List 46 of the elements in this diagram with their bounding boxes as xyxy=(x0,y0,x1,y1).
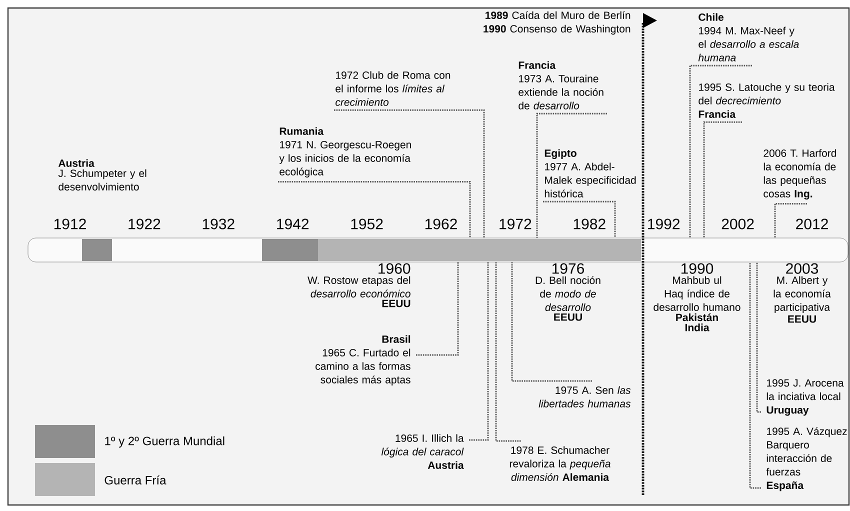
leader-line xyxy=(543,200,616,238)
annotation-text: 1995 S. Latouche y su teoria del decrecimiento Francia xyxy=(698,83,835,118)
country-label: EEUU xyxy=(788,315,816,323)
annotation-text: 1975 A. Sen las libertades humanas xyxy=(538,386,631,408)
annotation-text: 1978 E. Schumacher revaloriza la pequeña dimensión Alemania xyxy=(510,446,610,481)
annotation-text: 1965 I. Illich la lógica del caracol Austria xyxy=(381,434,464,469)
year-label: 2012 xyxy=(796,218,828,230)
leader-line xyxy=(749,262,762,489)
leader-line xyxy=(469,262,489,441)
event-text: M. Albert y la economía participativa xyxy=(774,276,831,313)
leader-line xyxy=(703,121,742,238)
leader-line xyxy=(536,112,607,238)
annotation-text: Francia 1973 A. Touraine extiende la noción de desarrollo xyxy=(518,61,604,110)
country-label: EEUU xyxy=(382,300,410,308)
leader-line xyxy=(495,262,521,442)
annotation-text: Chile 1994 M. Max-Neef y el desarrollo a escala humana xyxy=(698,13,799,62)
year-label: 1992 xyxy=(648,218,680,230)
annotation-text: Brasil 1965 C. Furtado el camino a las formas sociales más aptas xyxy=(316,335,410,386)
year-label: 1962 xyxy=(425,218,457,230)
annotation-text: Rumania 1971 N. Georgescu-Roegen y los inicios de la economía ecológica xyxy=(279,127,411,178)
annotation-text: 2006 T. Harford la economía de las pequeñas cosas Ing. xyxy=(764,149,836,200)
legend-label: 1º y 2º Guerra Mundial xyxy=(105,436,224,448)
annotation-text: Egipto 1977 A. Abdel-Malek especificidad histórica xyxy=(544,149,636,198)
annotation-text: 1972 Club de Roma con el informe los límites al crecimiento xyxy=(336,71,450,106)
leader-line xyxy=(756,262,762,413)
event-text: D. Bell noción de modo de desarrollo xyxy=(536,276,600,312)
legend-label: Guerra Fría xyxy=(104,476,166,484)
year-label: 1972 xyxy=(500,218,532,230)
annotation-text: 1989 Caída del Muro de Berlín 1990 Consenso de Washington xyxy=(484,11,630,35)
leader-line xyxy=(511,262,592,382)
country-label: Pakistán xyxy=(676,313,718,322)
country-label: India xyxy=(685,324,710,332)
leader-line xyxy=(278,180,471,238)
country-label: Austria xyxy=(58,159,94,167)
leader-line xyxy=(416,262,459,356)
year-label: 1982 xyxy=(574,218,606,230)
country-label: EEUU xyxy=(554,313,582,321)
leader-line xyxy=(774,202,808,238)
timeline-bar xyxy=(28,238,848,262)
leader-line xyxy=(334,109,485,238)
leader-line xyxy=(689,64,752,238)
event-text: Mahbub ul Haq índice de desarrollo humano xyxy=(654,276,740,311)
annotation-text: 1995 A. Vázquez Barquero interacción de fuerzas España xyxy=(766,427,847,492)
annotation-text: 1995 J. Arocena la inciativa local Uruguay xyxy=(766,379,844,416)
event-text: W. Rostow etapas del desarrollo económico xyxy=(308,276,410,298)
event-text: J. Schumpeter y el desenvolvimiento xyxy=(58,169,146,191)
